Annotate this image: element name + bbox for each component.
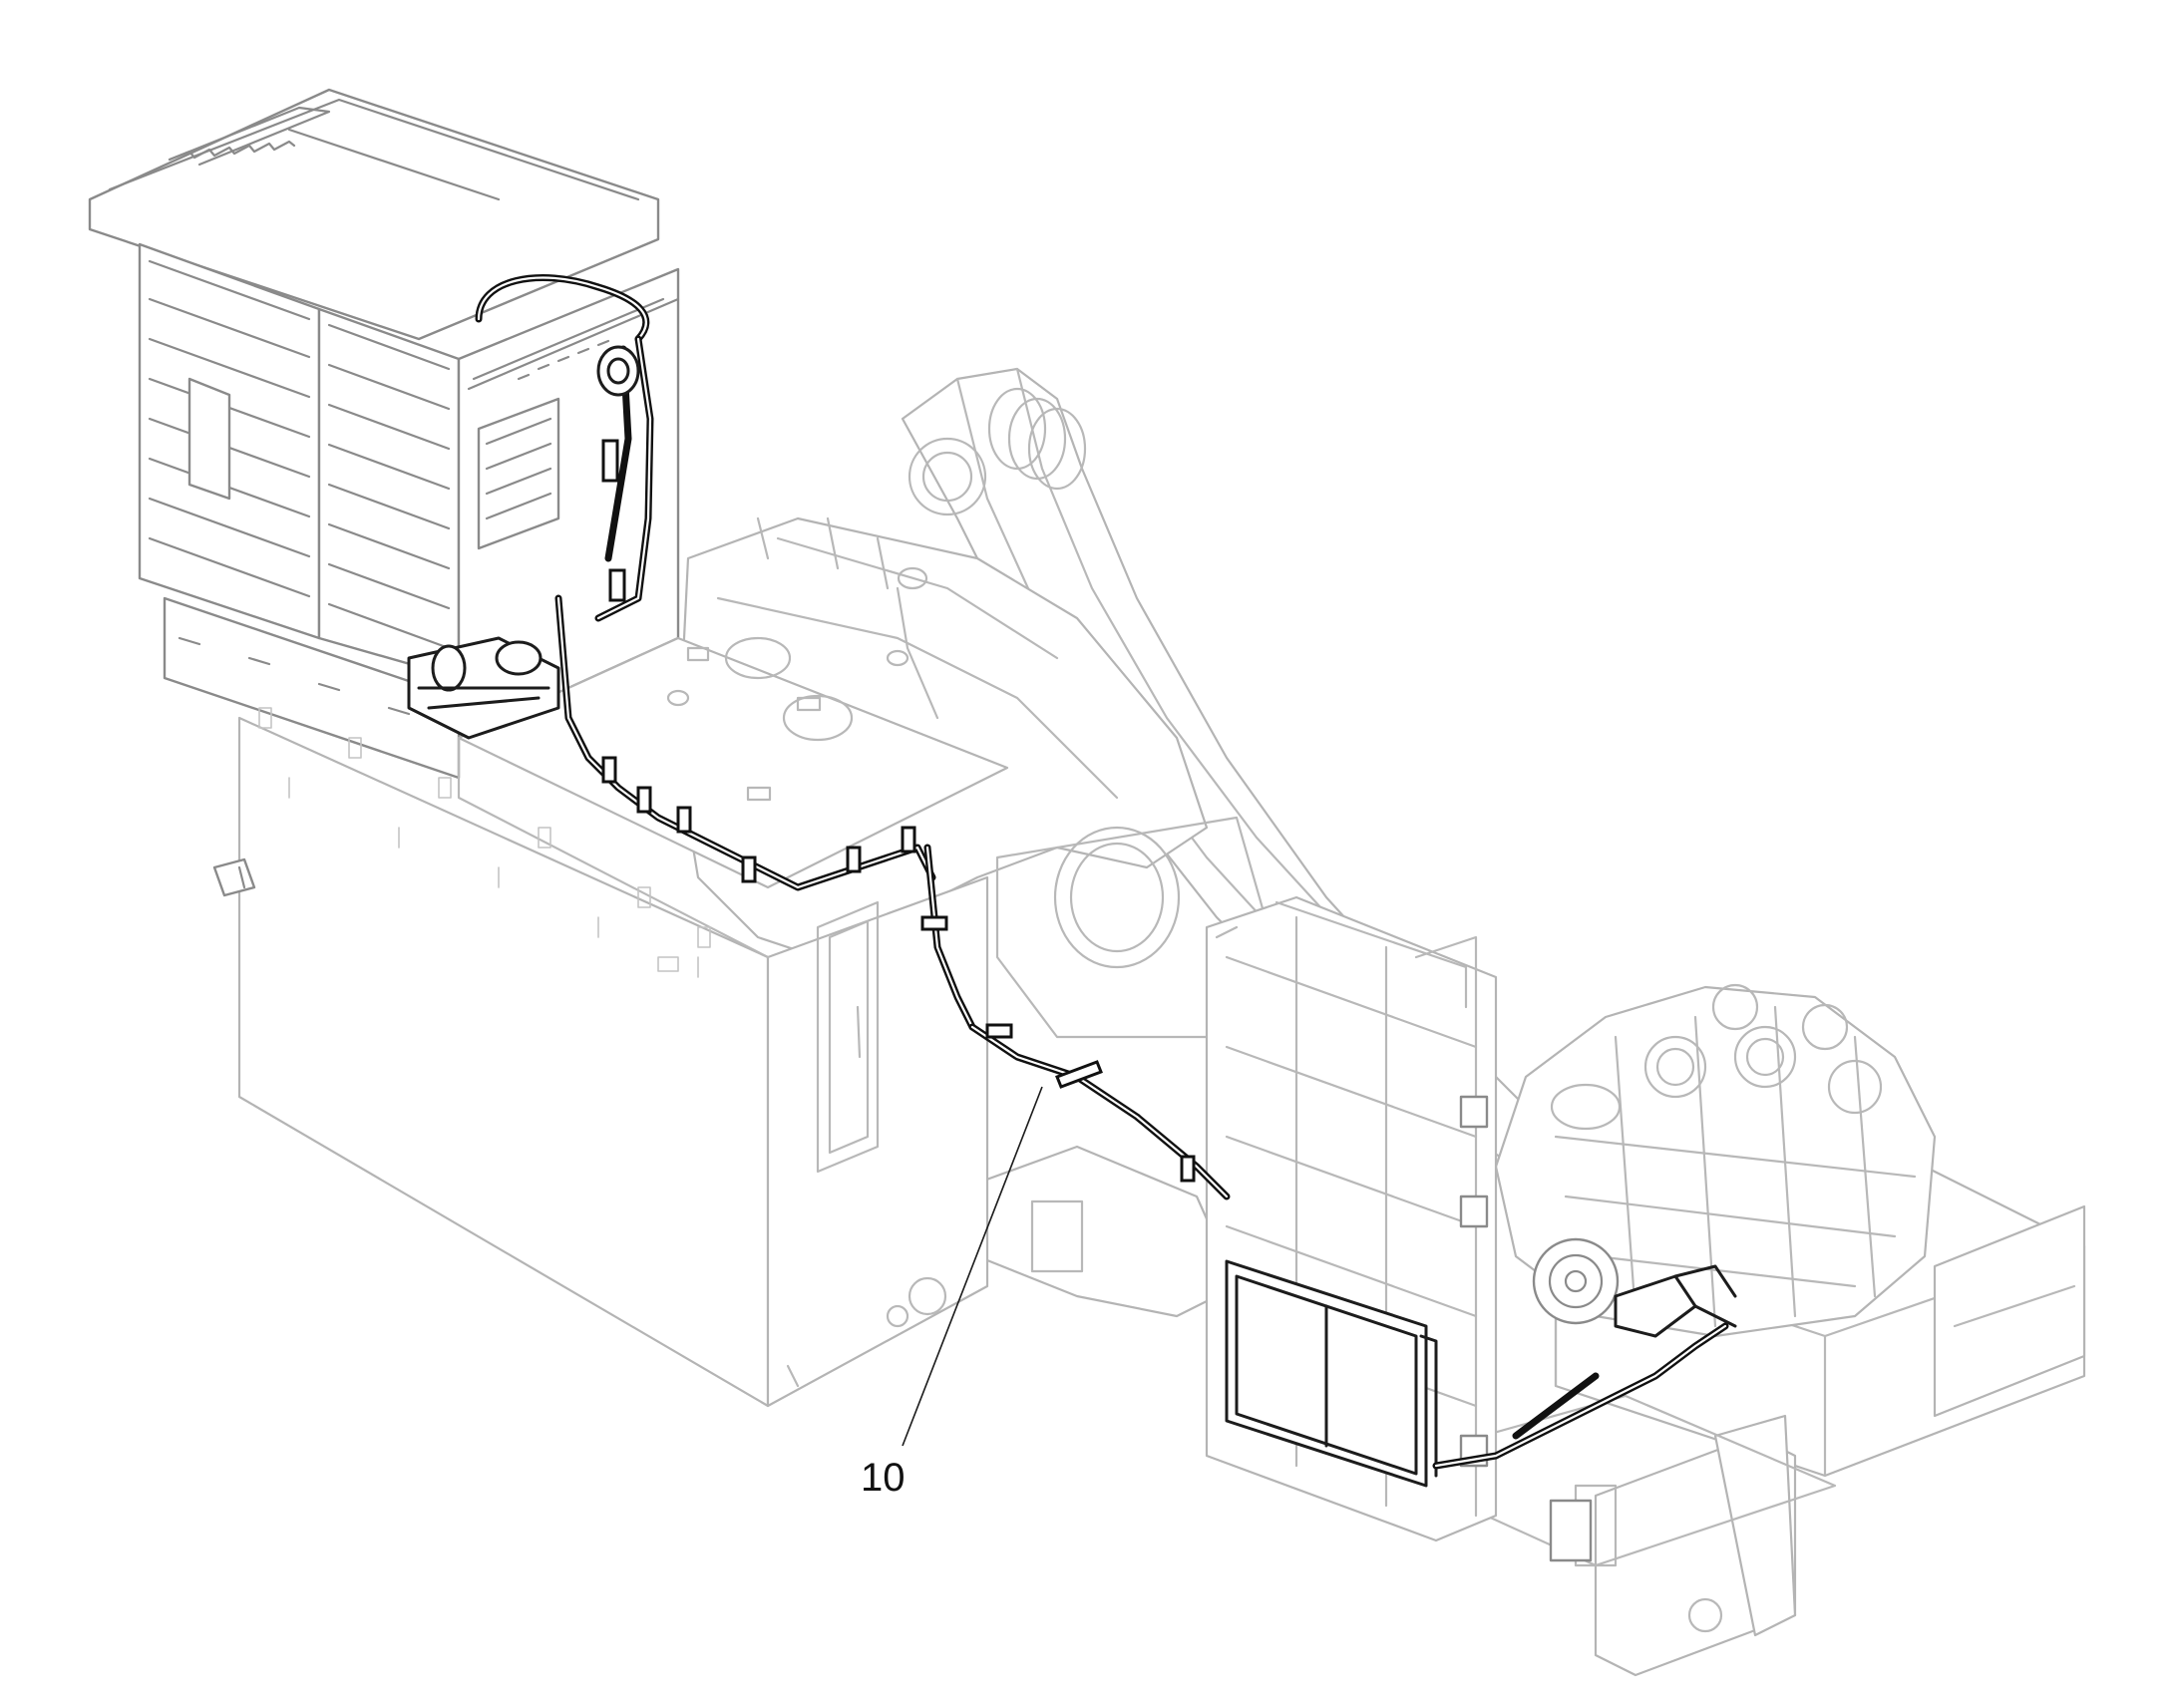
radiator-frame xyxy=(1205,895,1593,1562)
upper-cab-unit xyxy=(88,88,680,780)
engine-assembly xyxy=(1494,983,1937,1338)
callout-10-leader xyxy=(902,1086,1043,1447)
main-housing xyxy=(212,636,1009,1408)
callout-10: 10 xyxy=(861,1086,1043,1500)
callout-10-label: 10 xyxy=(861,1456,906,1500)
wiring-harness xyxy=(407,274,1737,1470)
